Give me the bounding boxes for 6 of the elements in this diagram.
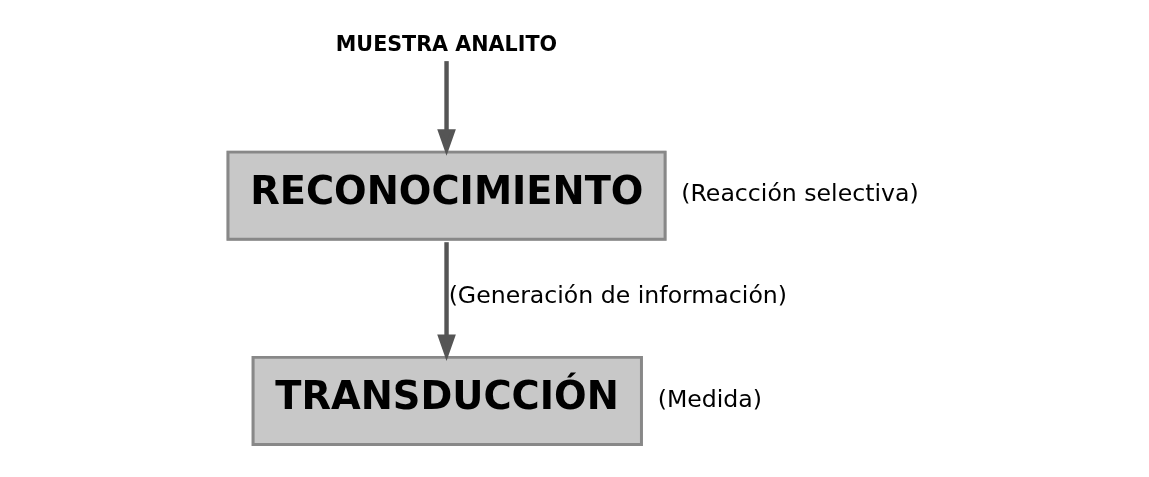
node-label: (Reacción selectiva) <box>680 179 919 208</box>
node-text: MUESTRA ANALITO <box>335 31 557 56</box>
arrow <box>436 61 456 156</box>
node-label: (Medida) <box>657 384 762 413</box>
edge-label: (Generación de información) <box>448 281 787 310</box>
arrow <box>436 242 456 362</box>
